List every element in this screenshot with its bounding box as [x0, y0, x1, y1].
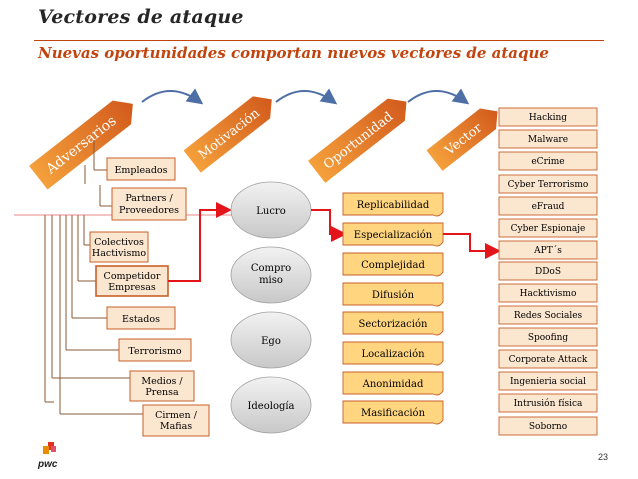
opportunity-label: Anonimidad: [362, 379, 424, 390]
vector-label: Ingenieria social: [510, 377, 586, 387]
vector-label: Intrusión física: [514, 398, 583, 409]
opportunity-5: Localización: [342, 341, 444, 366]
title-rule: [34, 40, 604, 41]
vector-label: eCrime: [531, 157, 564, 167]
vector-label: Cyber Espionaje: [511, 224, 586, 234]
opportunity-banners: ReplicabilidadEspecializaciónComplejidad…: [342, 192, 444, 425]
stage-vector: Vector: [426, 108, 498, 171]
vector-label: Soborno: [529, 422, 567, 432]
vector-1: Malware: [498, 129, 598, 149]
vector-label: Spoofing: [528, 333, 569, 343]
opportunity-7: Masificación: [342, 400, 444, 425]
adversary-empleados: Empleados: [106, 157, 176, 181]
vector-label: eFraud: [532, 202, 565, 212]
adversary-label: Cirmen /Mafias: [155, 410, 198, 432]
adversary-label: Estados: [122, 314, 160, 325]
vector-6: APT´s: [498, 240, 598, 260]
vector-12: Ingenieria social: [498, 371, 598, 391]
vector-label: Malware: [528, 135, 568, 145]
adversary-label: Partners /Proveedores: [119, 193, 179, 216]
opportunity-2: Complejidad: [342, 252, 444, 277]
motivation-label: Ego: [261, 336, 281, 347]
adversary-cirmen: Cirmen /Mafias: [142, 404, 210, 437]
opportunity-3: Difusión: [342, 282, 444, 307]
page-title: Vectores de ataque: [38, 6, 244, 28]
opportunity-label: Replicabilidad: [357, 200, 430, 211]
vector-10: Spoofing: [498, 327, 598, 347]
motivation-ego: Ego: [230, 311, 312, 369]
vector-7: DDoS: [498, 261, 598, 281]
opportunity-label: Especialización: [354, 230, 433, 241]
vector-label: Cyber Terrorismo: [508, 180, 589, 190]
red-connector-lucro-especializacion: [311, 209, 347, 242]
opportunity-label: Masificación: [361, 408, 426, 419]
opportunity-label: Localización: [361, 349, 425, 360]
opportunity-label: Difusión: [372, 290, 415, 301]
vector-label: Hacking: [529, 113, 567, 123]
adversary-medios: Medios /Prensa: [129, 370, 195, 402]
opportunity-0: Replicabilidad: [342, 192, 444, 217]
red-connector-especializacion-apt: [443, 233, 501, 259]
pwc-logo-text: pwc: [38, 459, 58, 470]
vector-5: Cyber Espionaje: [498, 218, 598, 238]
curved-arrow-1: [141, 88, 204, 105]
vector-3: Cyber Terrorismo: [498, 174, 598, 194]
vector-label: Redes Sociales: [514, 311, 583, 321]
vector-label: APT´s: [533, 245, 562, 256]
adversary-tree: [44, 140, 143, 415]
motivation-ideologia: Ideología: [230, 376, 312, 434]
opportunity-label: Complejidad: [361, 260, 425, 271]
adversary-estados: Estados: [106, 306, 176, 330]
adversary-partners: Partners /Proveedores: [111, 187, 187, 221]
motivation-label: Ideología: [247, 401, 294, 412]
opportunity-4: Sectorización: [342, 311, 444, 336]
vector-8: Hacktivismo: [498, 283, 598, 303]
motivation-lucro: Lucro: [230, 181, 312, 239]
vector-11: Corporate Attack: [498, 349, 598, 369]
vector-label: DDoS: [535, 267, 561, 277]
adversary-terrorismo: Terrorismo: [118, 338, 192, 362]
curved-arrow-2: [275, 88, 338, 105]
opportunity-label: Sectorización: [359, 319, 428, 330]
vector-4: eFraud: [498, 196, 598, 216]
vector-2: eCrime: [498, 151, 598, 171]
pwc-logo: [43, 442, 56, 454]
stage-label-oportunidad: Oportunidad: [321, 109, 396, 172]
opportunity-6: Anonimidad: [342, 371, 444, 396]
adversary-label: Empleados: [114, 165, 167, 176]
opportunity-1: Especialización: [342, 222, 444, 247]
vector-label: Corporate Attack: [509, 355, 588, 365]
vector-9: Redes Sociales: [498, 305, 598, 325]
motivation-label: Lucro: [256, 206, 285, 217]
curved-arrow-3: [407, 88, 470, 105]
vector-13: Intrusión física: [498, 393, 598, 413]
red-connector-competidor-lucro: [168, 202, 232, 282]
adversary-boxes: Empleados Partners /Proveedores Colectiv…: [89, 157, 210, 437]
stage-oportunidad: Oportunidad: [308, 98, 407, 183]
vector-label: Hacktivismo: [520, 289, 577, 299]
vector-0: Hacking: [498, 107, 598, 127]
adversary-label: Terrorismo: [128, 346, 181, 357]
vector-14: Soborno: [498, 416, 598, 436]
page-number: 23: [597, 452, 608, 462]
page-subtitle: Nuevas oportunidades comportan nuevos ve…: [38, 44, 549, 62]
adversary-label: Medios /Prensa: [141, 376, 183, 398]
